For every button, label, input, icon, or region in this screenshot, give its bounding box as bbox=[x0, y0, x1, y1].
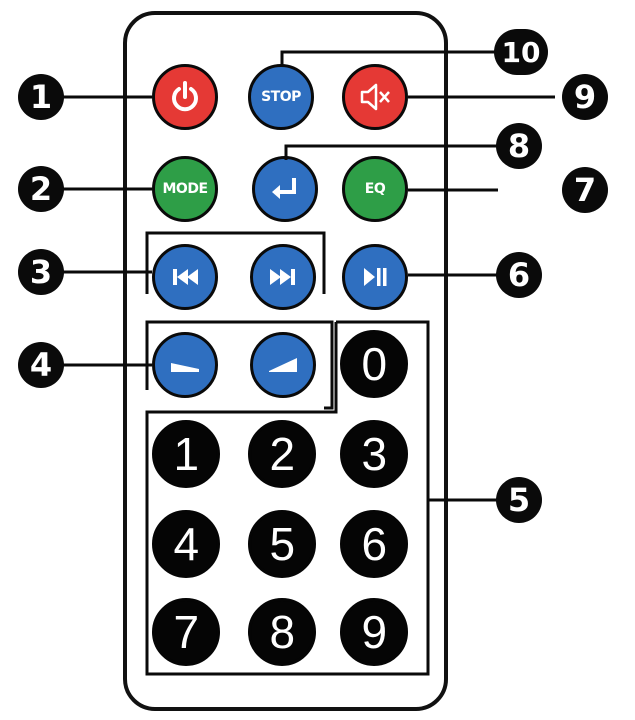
next-track-button[interactable] bbox=[250, 244, 316, 310]
next-track-icon bbox=[266, 260, 300, 294]
volume-down-button[interactable] bbox=[152, 332, 218, 398]
volume-down-icon bbox=[168, 348, 202, 382]
digit-5-label: 5 bbox=[269, 517, 294, 571]
digit-0-button[interactable]: 0 bbox=[340, 330, 408, 398]
power-button[interactable] bbox=[152, 64, 218, 130]
callout-10: 10 bbox=[494, 29, 548, 75]
callout-5: 5 bbox=[496, 477, 542, 523]
digit-2-button[interactable]: 2 bbox=[248, 420, 316, 488]
digit-6-button[interactable]: 6 bbox=[340, 510, 408, 578]
eq-button-label: EQ bbox=[365, 181, 385, 197]
digit-6-label: 6 bbox=[361, 517, 386, 571]
eq-button[interactable]: EQ bbox=[342, 156, 408, 222]
callout-9: 9 bbox=[562, 74, 608, 120]
callout-7: 7 bbox=[562, 167, 608, 213]
previous-track-button[interactable] bbox=[152, 244, 218, 310]
callout-1: 1 bbox=[18, 74, 64, 120]
digit-5-button[interactable]: 5 bbox=[248, 510, 316, 578]
digit-1-label: 1 bbox=[173, 427, 198, 481]
callout-2: 2 bbox=[18, 166, 64, 212]
digit-8-label: 8 bbox=[269, 605, 294, 659]
volume-up-button[interactable] bbox=[250, 332, 316, 398]
digit-3-button[interactable]: 3 bbox=[340, 420, 408, 488]
digit-3-label: 3 bbox=[361, 427, 386, 481]
power-icon bbox=[168, 80, 202, 114]
mute-button[interactable] bbox=[342, 64, 408, 130]
mute-icon bbox=[358, 80, 392, 114]
digit-8-button[interactable]: 8 bbox=[248, 598, 316, 666]
digit-2-label: 2 bbox=[269, 427, 294, 481]
stop-button-label: STOP bbox=[261, 89, 301, 105]
stop-button[interactable]: STOP bbox=[248, 64, 314, 130]
previous-track-icon bbox=[168, 260, 202, 294]
mode-button[interactable]: MODE bbox=[152, 156, 218, 222]
digit-4-button[interactable]: 4 bbox=[152, 510, 220, 578]
return-icon bbox=[268, 172, 302, 206]
callout-3: 3 bbox=[18, 249, 64, 295]
digit-1-button[interactable]: 1 bbox=[152, 420, 220, 488]
digit-9-button[interactable]: 9 bbox=[340, 598, 408, 666]
callout-8: 8 bbox=[496, 123, 542, 169]
digit-7-label: 7 bbox=[173, 605, 198, 659]
play-pause-icon bbox=[358, 260, 392, 294]
play-pause-button[interactable] bbox=[342, 244, 408, 310]
digit-7-button[interactable]: 7 bbox=[152, 598, 220, 666]
digit-4-label: 4 bbox=[173, 517, 198, 571]
volume-up-icon bbox=[266, 348, 300, 382]
return-button[interactable] bbox=[252, 156, 318, 222]
mode-button-label: MODE bbox=[162, 181, 207, 197]
callout-6: 6 bbox=[496, 252, 542, 298]
digit-0-label: 0 bbox=[361, 337, 386, 391]
digit-9-label: 9 bbox=[361, 605, 386, 659]
callout-4: 4 bbox=[18, 342, 64, 388]
